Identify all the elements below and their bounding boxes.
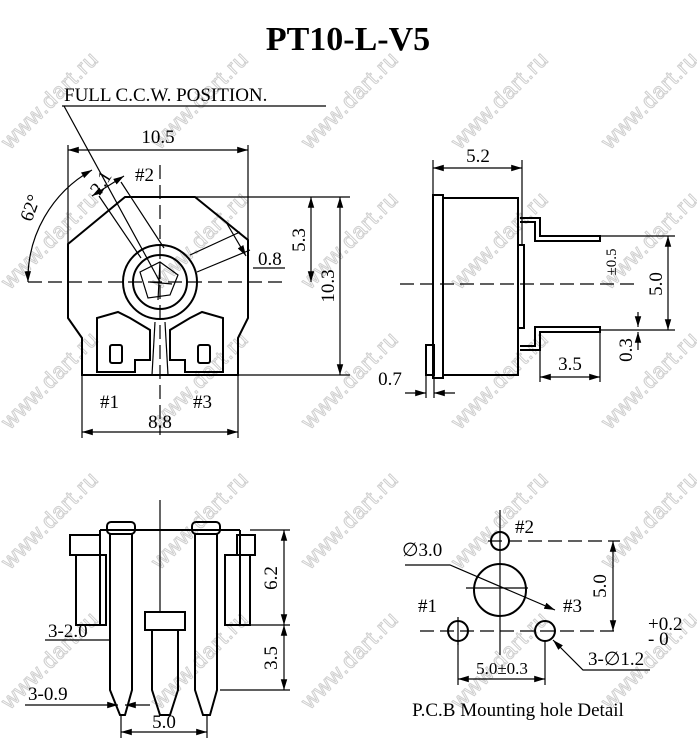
holes-dia: 3-∅1.2	[588, 649, 644, 670]
watermark-text: www.dart.ru	[145, 606, 253, 714]
watermark-text: www.dart.ru	[0, 326, 103, 434]
watermark-text: www.dart.ru	[0, 466, 103, 574]
ccw-note: FULL C.C.W. POSITION.	[64, 85, 267, 106]
body-outline	[67, 196, 249, 376]
tol-minus: - 0	[648, 629, 669, 650]
dim-pin-span: 8.8	[148, 412, 172, 433]
dim-base: 0.7	[378, 369, 402, 390]
pcb-pin-2: #2	[515, 517, 534, 538]
dim-wall: 0.8	[258, 249, 282, 270]
drawing-title: PT10-L-V5	[266, 21, 430, 58]
dim-pin-spacing: 5.0	[646, 272, 667, 296]
dim-vertical: 5.0	[590, 574, 611, 598]
tol-plus: +0.2	[648, 614, 682, 635]
dim-horizontal: 5.0±0.3	[476, 659, 528, 678]
dim-pin-width: 3-2.0	[48, 621, 88, 642]
watermark-text: www.dart.ru	[595, 466, 697, 574]
dim-height: 10.3	[318, 269, 339, 302]
pin-label-2: #2	[135, 165, 154, 186]
watermark-text: www.dart.ru	[145, 466, 253, 574]
dim-pin-thickness: 0.3	[616, 338, 637, 362]
dim-bottom-height: 6.2	[261, 566, 282, 590]
bottom-view: 6.2 3.5 3-2.0 3-0.9 5.0	[25, 500, 290, 738]
dim-depth: 5.2	[466, 146, 490, 167]
pin-label-3: #3	[193, 392, 212, 413]
pin-label-1: #1	[100, 392, 119, 413]
dim-angle: 62°	[16, 192, 45, 224]
dim-center-height: 5.3	[289, 228, 310, 252]
front-view: FULL C.C.W. POSITION. 10.5 5.3 10.3 8.8 …	[16, 85, 350, 438]
center-hole-dia: ∅3.0	[402, 540, 442, 561]
dim-width: 10.5	[141, 127, 174, 148]
dim-bottom-pin-length: 3.5	[261, 646, 282, 670]
watermark-text: www.dart.ru	[295, 606, 403, 714]
dim-pin-length: 3.5	[558, 354, 582, 375]
watermark-text: www.dart.ru	[445, 46, 553, 154]
watermark-text: www.dart.ru	[0, 186, 103, 294]
watermark-text: www.dart.ru	[445, 326, 553, 434]
watermark-text: www.dart.ru	[295, 46, 403, 154]
watermark-text: www.dart.ru	[595, 46, 697, 154]
watermark-text: www.dart.ru	[295, 466, 403, 574]
side-view: 5.2 5.0 ±0.5 3.5 0.3 0.7	[378, 146, 675, 398]
pcb-pin-3: #3	[563, 596, 582, 617]
watermark-text: www.dart.ru	[445, 466, 553, 574]
pcb-pin-1: #1	[418, 596, 437, 617]
pcb-caption: P.C.B Mounting hole Detail	[412, 700, 624, 721]
dim-pitch: 5.0	[152, 712, 176, 733]
watermark-text: www.dart.ru	[595, 326, 697, 434]
dim-tolerance: ±0.5	[604, 249, 620, 276]
pcb-detail: 5.0 ∅3.0 #2 #1 #3 3-∅1.2 +0.2 - 0 5.0±0.…	[402, 510, 682, 721]
dim-pin-thickness-bottom: 3-0.9	[28, 684, 68, 705]
watermark-layer: www.dart.ru www.dart.ru www.dart.ru www.dar…	[0, 45, 697, 714]
